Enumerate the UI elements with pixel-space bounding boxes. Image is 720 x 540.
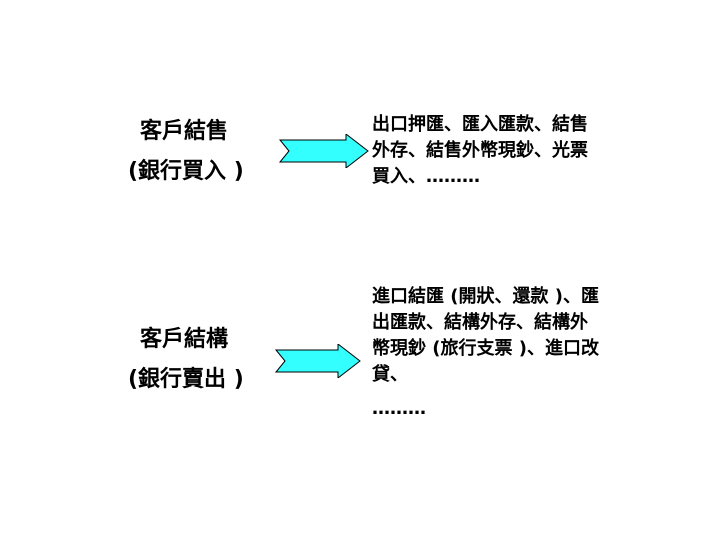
desc-line: 進口結匯 (開狀、還款 )、匯 <box>372 286 599 307</box>
customer-sell-description: 出口押匯、匯入匯款、結售 外存、結售外幣現鈔、光票 買入、……… <box>372 112 682 190</box>
customer-buy-description: 進口結匯 (開狀、還款 )、匯 出匯款、結構外存、結構外 幣現鈔 (旅行支票 )… <box>372 284 682 422</box>
customer-sell-title: 客戶結售 <box>140 119 229 144</box>
desc-line: 貸、 <box>372 364 408 385</box>
customer-sell-label: 客戶結售 (銀行買入 ) <box>128 112 244 192</box>
customer-buy-label: 客戶結構 (銀行賣出 ) <box>128 320 244 400</box>
customer-buy-title: 客戶結構 <box>140 327 229 352</box>
arrow-right-icon <box>274 344 361 378</box>
bank-buy-subtitle: (銀行買入 ) <box>128 159 244 184</box>
bank-sell-subtitle: (銀行賣出 ) <box>128 367 244 392</box>
desc-line: 出匯款、結構外存、結構外 <box>372 312 588 333</box>
desc-line: 買入、……… <box>372 166 480 187</box>
desc-line: 幣現鈔 (旅行支票 )、進口改 <box>372 338 599 359</box>
desc-line: ……… <box>372 398 426 419</box>
desc-line: 出口押匯、匯入匯款、結售 <box>372 114 588 135</box>
desc-line: 外存、結售外幣現鈔、光票 <box>372 140 588 161</box>
arrow-right-icon <box>278 134 369 168</box>
